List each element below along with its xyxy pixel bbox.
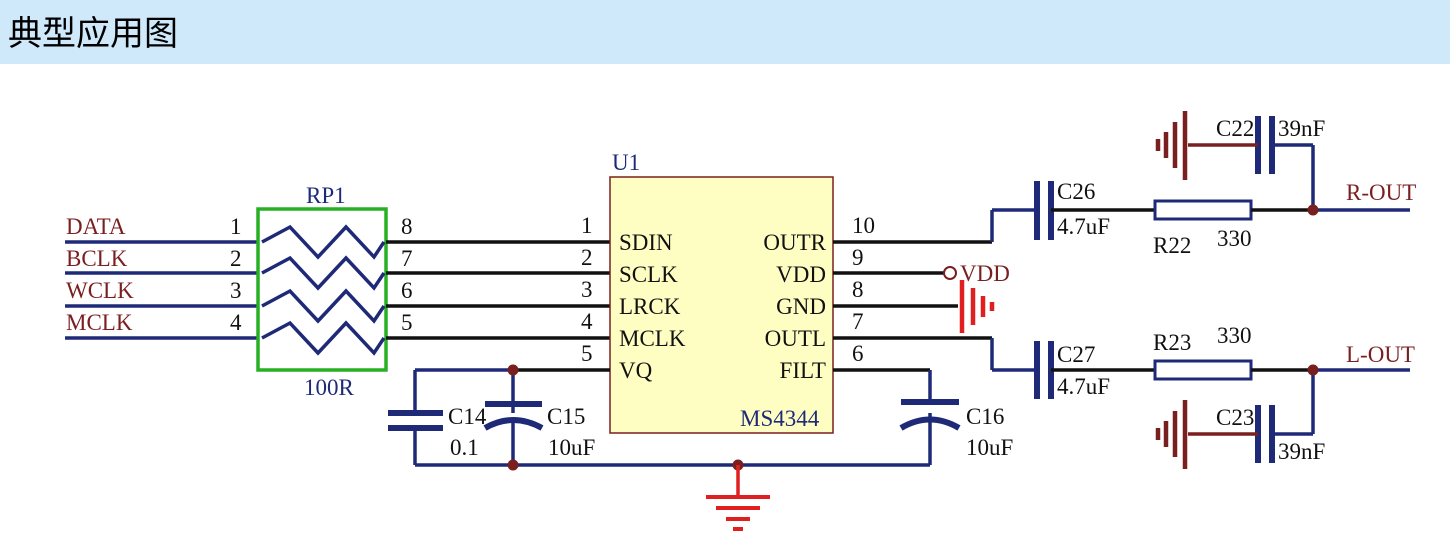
- r22-value: 330: [1217, 226, 1252, 251]
- u1-pin-num-3: 3: [581, 277, 593, 302]
- c23-ground-icon: [1155, 400, 1188, 469]
- outl-path: [833, 336, 1410, 436]
- u1-pin-num-1: 1: [581, 213, 593, 238]
- c26-ref: C26: [1057, 179, 1095, 204]
- r22-resistor: R22 330: [1153, 226, 1252, 258]
- rp1-to-u1-wires: [386, 240, 610, 340]
- input-label-data: DATA: [66, 214, 126, 239]
- r23-resistor: R23 330: [1153, 323, 1252, 355]
- c15-ref: C15: [547, 404, 585, 429]
- u1-pin-name-vq: VQ: [619, 358, 653, 383]
- c15-value: 10uF: [548, 435, 595, 460]
- u1-pin-num-7: 7: [852, 309, 864, 334]
- r-out-label: R-OUT: [1346, 180, 1416, 205]
- rp1-pin-7: 7: [401, 246, 413, 271]
- c16-value: 10uF: [966, 435, 1013, 460]
- vdd-connection: VDD: [833, 261, 1010, 286]
- c16-capacitor: C16 10uF: [833, 368, 1013, 465]
- c27-ref: C27: [1057, 342, 1095, 367]
- u1-pin-name-filt: FILT: [780, 358, 826, 383]
- c22-ref: C22: [1216, 116, 1254, 141]
- c15-capacitor: C15 10uF: [483, 401, 595, 460]
- c23-ref: C23: [1216, 405, 1254, 430]
- u1-pin-name-sclk: SCLK: [619, 262, 678, 287]
- r23-ref: R23: [1153, 330, 1191, 355]
- u1-pin-name-mclk: MCLK: [619, 326, 686, 351]
- c14-value: 0.1: [450, 435, 479, 460]
- vdd-label: VDD: [960, 261, 1010, 286]
- c22-capacitor: C22 39nF: [1188, 116, 1325, 174]
- c22-ground-icon: [1155, 111, 1188, 180]
- rp1-pin-4: 4: [230, 310, 242, 335]
- c26-value: 4.7uF: [1057, 214, 1110, 239]
- u1-part: MS4344: [740, 406, 820, 431]
- input-label-mclk: MCLK: [66, 310, 133, 335]
- u1-pin-num-8: 8: [852, 277, 864, 302]
- r23-value: 330: [1217, 323, 1252, 348]
- c14-ref: C14: [448, 404, 487, 429]
- rp1-pin-5: 5: [401, 310, 413, 335]
- u1-pin-name-outr: OUTR: [763, 230, 826, 255]
- outr-path: [833, 143, 1410, 244]
- rp1-pin-6: 6: [401, 278, 413, 303]
- c22-value: 39nF: [1278, 116, 1325, 141]
- u1-pin-num-2: 2: [581, 245, 593, 270]
- rp1-resistor-pack: RP1 100R 8 7 6 5: [256, 183, 413, 400]
- u1-ref: U1: [612, 150, 640, 175]
- c27-value: 4.7uF: [1057, 374, 1110, 399]
- u1-pin-num-10: 10: [852, 213, 875, 238]
- rp1-ref: RP1: [306, 183, 346, 208]
- rp1-pin-3: 3: [230, 278, 242, 303]
- gnd-connection-icon: [833, 280, 995, 333]
- u1-ic: U1 MS4344 SDIN SCLK LRCK MCLK VQ 1 2 3 4…: [581, 150, 875, 434]
- c14-capacitor: C14 0.1: [388, 404, 487, 460]
- c27-capacitor: C27 4.7uF: [1057, 342, 1110, 399]
- c23-value: 39nF: [1278, 439, 1325, 464]
- r22-ref: R22: [1153, 233, 1191, 258]
- rp1-pin-2: 2: [230, 246, 242, 271]
- u1-pin-num-9: 9: [852, 245, 864, 270]
- input-labels: DATA BCLK WCLK MCLK 1 2 3 4: [66, 214, 242, 335]
- page-header: 典型应用图: [0, 0, 1450, 64]
- bottom-ground-icon: [706, 465, 770, 531]
- c23-capacitor: C23 39nF: [1188, 405, 1325, 464]
- rp1-pin-8: 8: [401, 214, 413, 239]
- u1-pin-num-4: 4: [581, 309, 593, 334]
- u1-pin-num-5: 5: [581, 341, 593, 366]
- input-label-wclk: WCLK: [66, 278, 134, 303]
- u1-pin-name-sdin: SDIN: [619, 230, 673, 255]
- u1-pin-name-gnd: GND: [776, 294, 826, 319]
- c16-ref: C16: [966, 404, 1004, 429]
- page-title: 典型应用图: [8, 14, 178, 54]
- u1-pin-num-6: 6: [852, 341, 864, 366]
- c26-capacitor: C26 4.7uF: [1057, 179, 1110, 239]
- u1-pin-name-vdd: VDD: [776, 262, 826, 287]
- rp1-value: 100R: [304, 375, 355, 400]
- input-wires: [65, 240, 258, 340]
- l-out-label: L-OUT: [1346, 342, 1415, 367]
- input-label-bclk: BCLK: [66, 246, 128, 271]
- u1-pin-name-outl: OUTL: [765, 326, 826, 351]
- rp1-pin-1: 1: [230, 214, 242, 239]
- u1-pin-name-lrck: LRCK: [619, 294, 681, 319]
